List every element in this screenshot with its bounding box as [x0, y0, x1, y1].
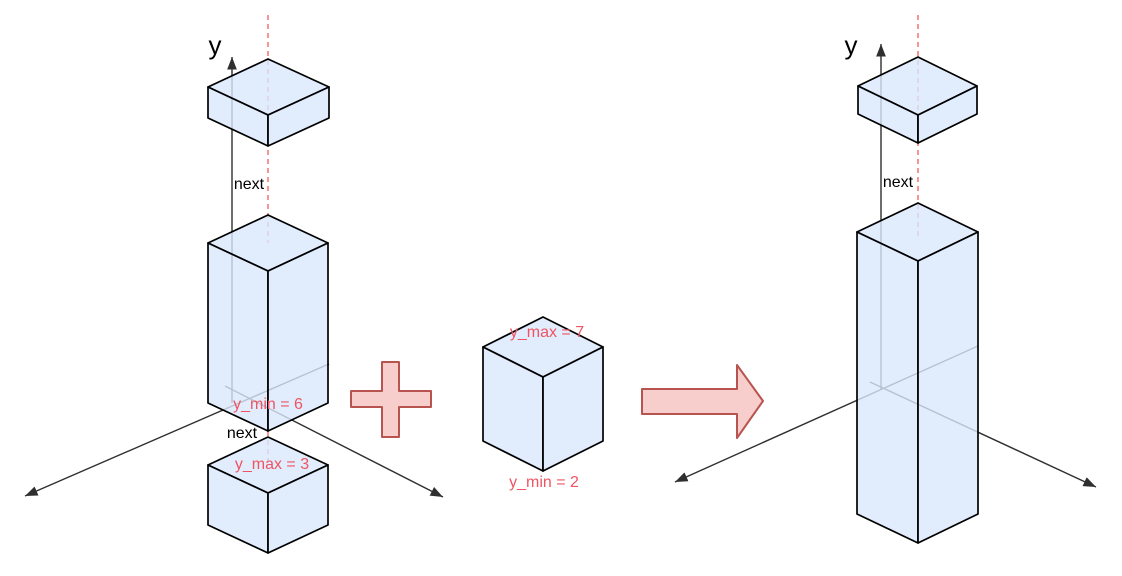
left-next-label-upper: next — [234, 176, 265, 193]
left-flat-box — [207, 58, 330, 147]
left-tall-box-right-face — [267, 242, 329, 432]
right-column-diagram: y next — [674, 15, 1097, 544]
merge-arrow-icon — [641, 364, 764, 439]
right-merged-tall-box — [856, 202, 979, 544]
left-column-diagram: y next y_min = 6 next y_max = 3 — [24, 15, 444, 554]
new-chunk-ymin-label: y_min = 2 — [509, 474, 579, 491]
left-y-axis-label: y — [209, 30, 222, 60]
left-ymax-label: y_max = 3 — [235, 456, 309, 473]
right-flat-box — [857, 56, 978, 144]
plus-operator-icon — [350, 361, 432, 438]
left-flat-box-right-face — [267, 86, 330, 147]
new-chunk-ymax-label: y_max = 7 — [510, 324, 584, 341]
left-ymin-label: y_min = 6 — [233, 396, 303, 413]
right-merged-box-left-face — [856, 231, 919, 544]
right-next-label: next — [883, 174, 914, 191]
right-flat-box-right-face — [917, 85, 978, 144]
left-bottom-cube — [207, 436, 329, 554]
right-merged-box-right-face — [917, 231, 979, 544]
left-next-label-lower: next — [227, 425, 258, 442]
new-chunk-cube: y_max = 7 y_min = 2 — [482, 316, 604, 491]
left-tall-box — [207, 214, 329, 432]
left-bottom-cube-right-face — [267, 464, 329, 554]
right-y-axis-label: y — [845, 30, 858, 60]
new-chunk-right-face — [542, 346, 604, 472]
